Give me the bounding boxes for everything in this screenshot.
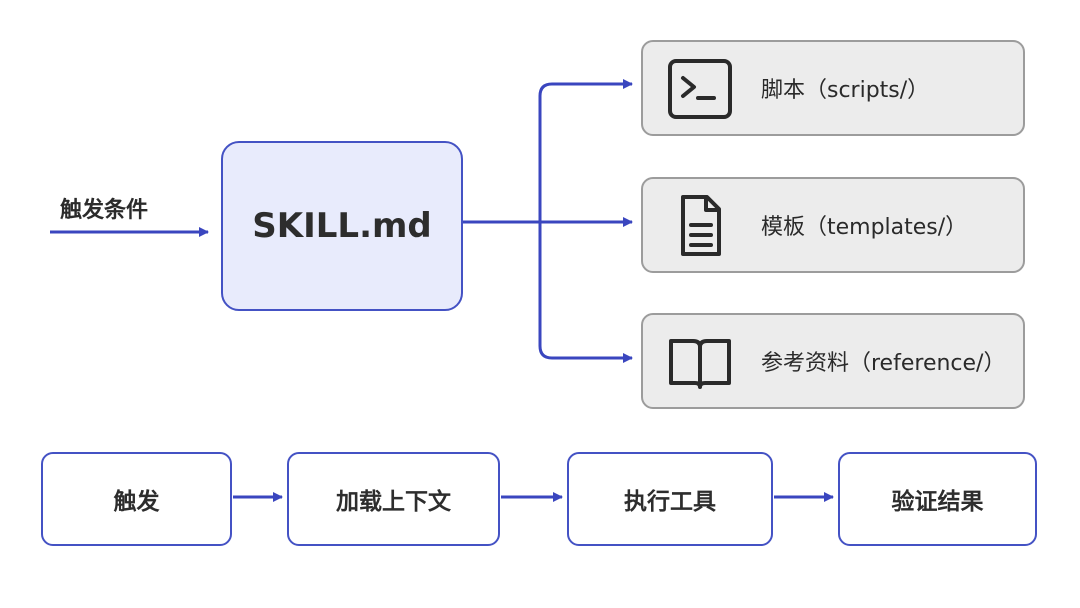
skill-md-node[interactable]: SKILL.md [221,141,463,311]
skill-md-label: SKILL.md [252,206,432,246]
flow-step-execute-tools-label: 执行工具 [624,489,716,515]
resource-templates-node[interactable]: 模板（templates/） [641,177,1025,273]
flow-step-load-context[interactable]: 加载上下文 [287,452,500,546]
terminal-icon [668,59,732,119]
flow-step-load-context-label: 加载上下文 [336,489,451,515]
branch-to-reference [538,222,633,363]
branch-to-scripts [538,79,633,222]
resource-templates-label: 模板（templates/） [761,215,968,240]
flow-step-trigger-label: 触发 [113,489,160,515]
resource-reference-label: 参考资料（reference/） [761,351,1006,376]
flow-step-verify-results-label: 验证结果 [891,489,984,515]
flow-step-trigger[interactable]: 触发 [41,452,232,546]
open-book-icon [669,339,731,389]
flow-step-verify-results[interactable]: 验证结果 [838,452,1037,546]
document-icon [681,195,721,256]
flow-step-execute-tools[interactable]: 执行工具 [567,452,773,546]
resource-scripts-node[interactable]: 脚本（scripts/） [641,40,1025,136]
resource-reference-node[interactable]: 参考资料（reference/） [641,313,1025,409]
trigger-condition-label: 触发条件 [60,198,149,223]
resource-scripts-label: 脚本（scripts/） [761,78,930,103]
